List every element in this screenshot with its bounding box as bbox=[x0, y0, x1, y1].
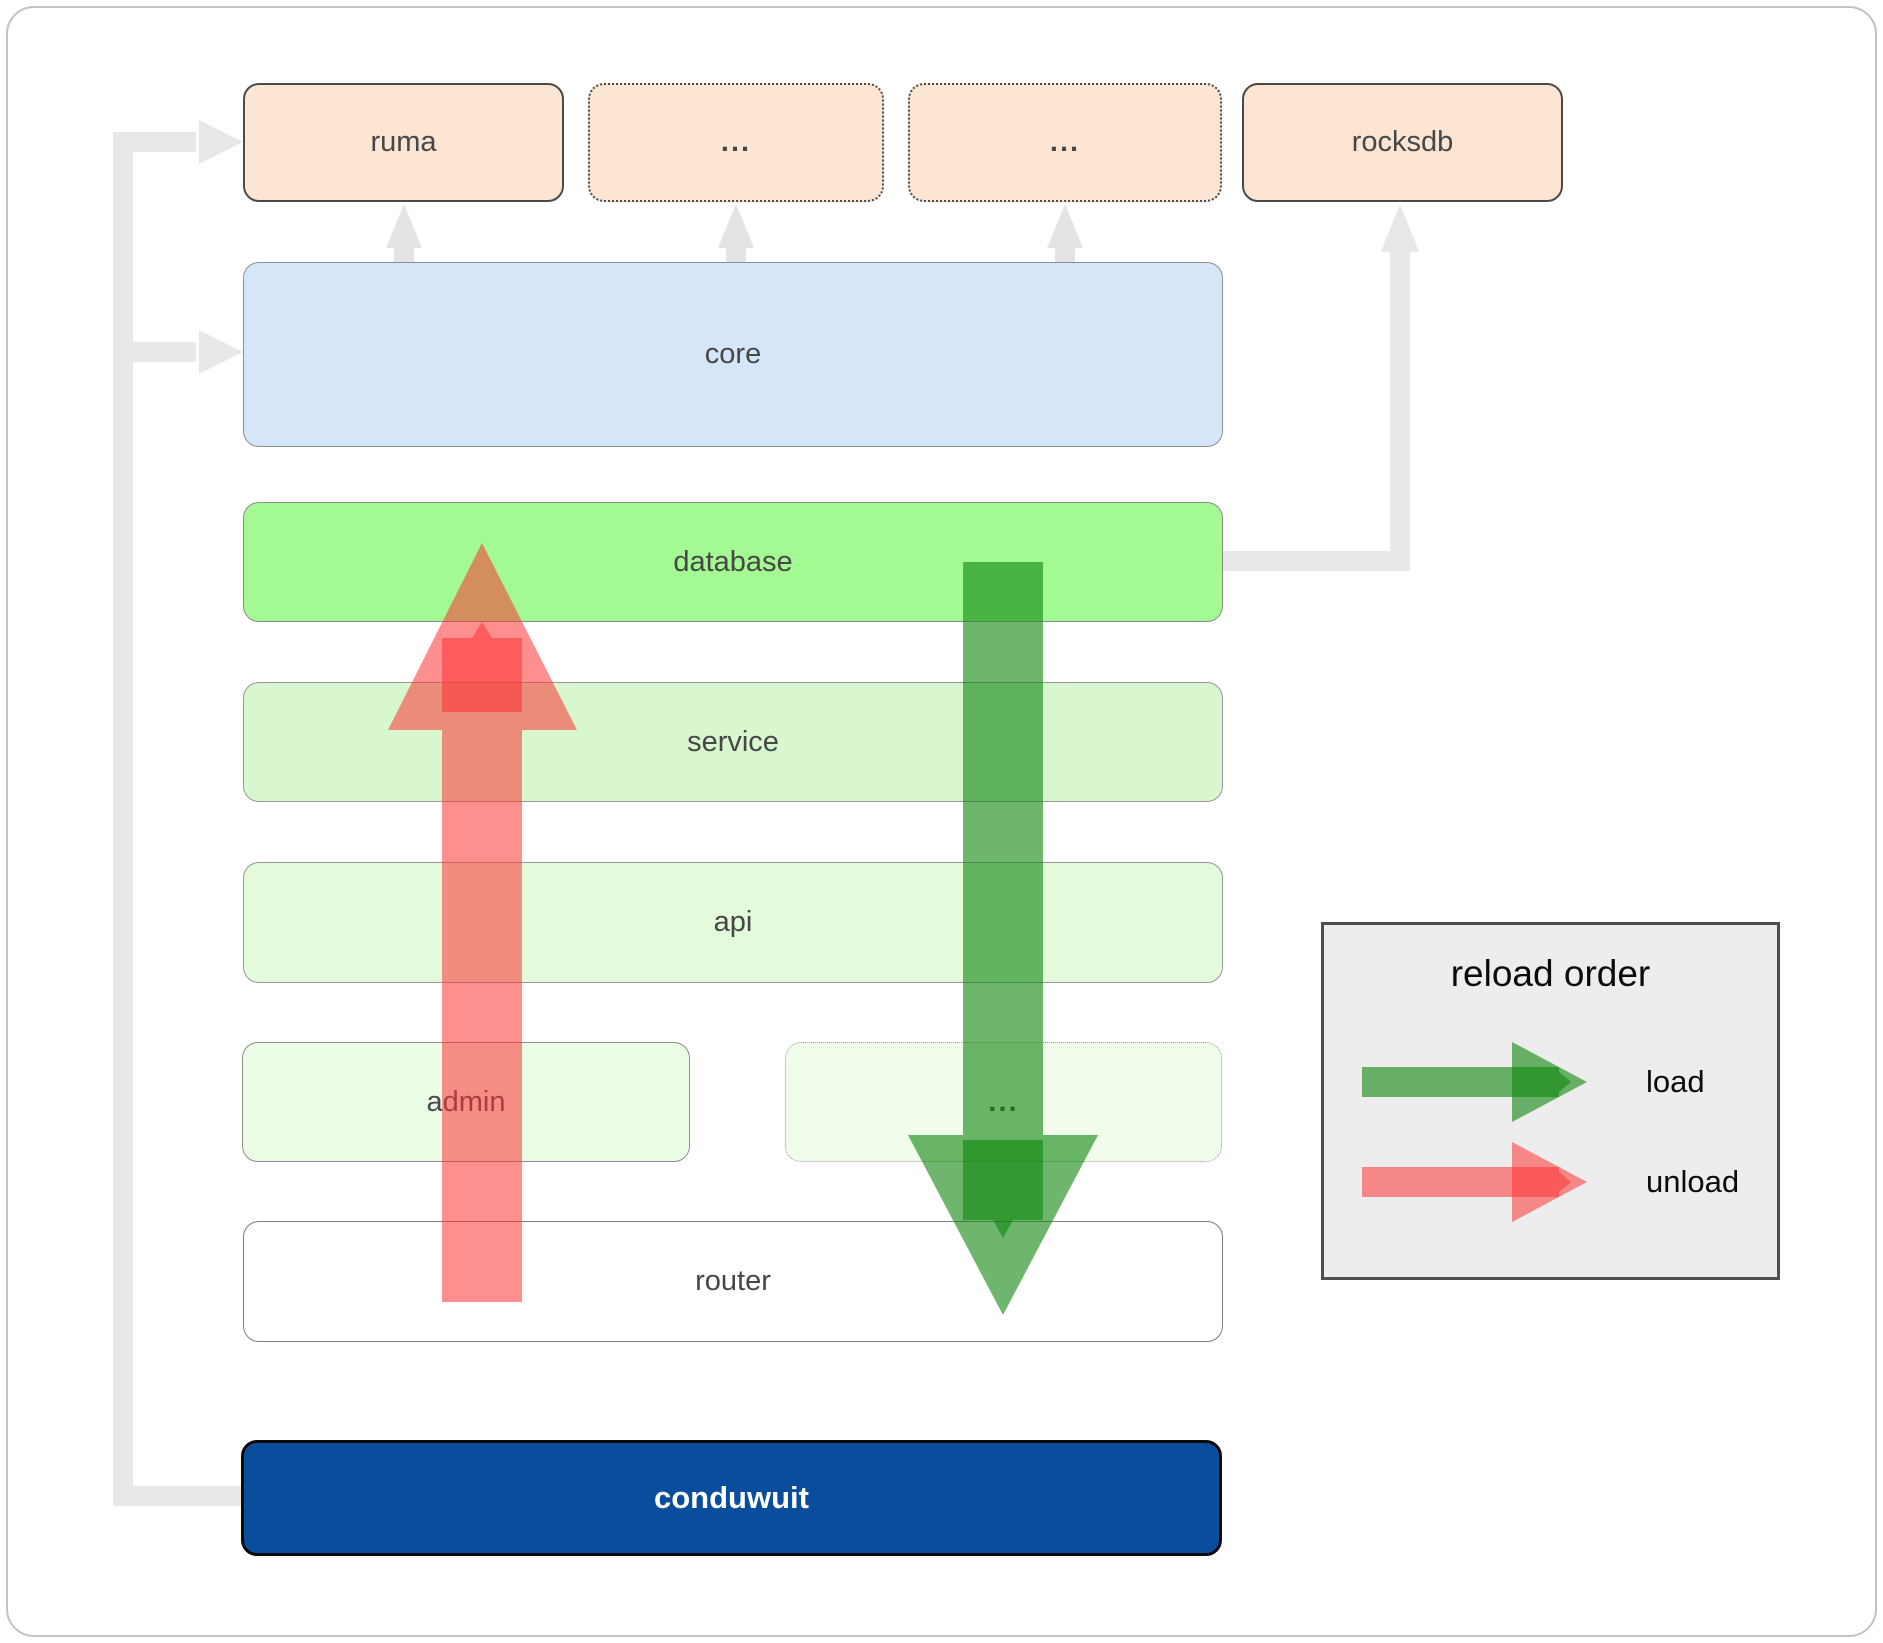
node-rocksdb: rocksdb bbox=[1242, 83, 1563, 202]
node-database-label: database bbox=[673, 545, 793, 578]
node-ruma-label: ruma bbox=[370, 126, 437, 158]
unload-arrow-icon bbox=[1362, 1142, 1587, 1222]
arrowhead-core-to-dots2 bbox=[1047, 204, 1083, 248]
legend-unload-label: unload bbox=[1646, 1164, 1740, 1199]
unload-arrow-body bbox=[1362, 1142, 1587, 1222]
legend-title: reload order bbox=[1450, 953, 1651, 994]
unload-arrow-marker bbox=[1512, 1167, 1571, 1197]
node-core: core bbox=[243, 262, 1223, 447]
node-api-label: api bbox=[713, 906, 753, 938]
node-admin: admin bbox=[242, 1042, 690, 1162]
arrowhead-into-ruma bbox=[199, 120, 243, 164]
node-router: router bbox=[243, 1221, 1223, 1342]
arrowhead-into-core bbox=[199, 330, 243, 374]
pipe-conduwuit-to-ruma bbox=[113, 132, 243, 1506]
legend-load-label: load bbox=[1646, 1064, 1705, 1099]
node-core-label: core bbox=[704, 338, 762, 370]
node-ellipsis-3-label: ... bbox=[988, 1085, 1019, 1118]
node-api: api bbox=[243, 862, 1223, 983]
node-router-label: router bbox=[695, 1265, 771, 1297]
node-conduwuit-label: conduwuit bbox=[654, 1480, 809, 1515]
node-service-label: service bbox=[687, 725, 779, 758]
arrowhead-core-to-ruma bbox=[386, 204, 422, 248]
arrowhead-core-to-dots1 bbox=[718, 204, 754, 248]
pipe-database-to-rocksdb bbox=[1223, 250, 1410, 571]
node-ellipsis-3: ... bbox=[785, 1042, 1222, 1162]
load-arrow-icon bbox=[1362, 1042, 1587, 1122]
node-ruma: ruma bbox=[243, 83, 564, 202]
node-ellipsis-2-label: ... bbox=[1049, 126, 1081, 158]
node-ellipsis-1: ... bbox=[588, 83, 884, 202]
node-conduwuit: conduwuit bbox=[241, 1440, 1222, 1556]
node-database: database bbox=[243, 502, 1223, 622]
legend: reload order load unload bbox=[1321, 922, 1780, 1280]
node-ellipsis-2: ... bbox=[908, 83, 1222, 202]
node-ellipsis-1-label: ... bbox=[720, 126, 752, 158]
legend-load-row: load bbox=[1362, 1037, 1705, 1127]
node-service: service bbox=[243, 682, 1223, 802]
arrowhead-into-rocksdb bbox=[1381, 204, 1419, 252]
node-admin-label: admin bbox=[426, 1085, 506, 1118]
load-arrow-body bbox=[1362, 1042, 1587, 1122]
load-arrow-marker bbox=[1512, 1067, 1571, 1097]
legend-unload-row: unload bbox=[1362, 1137, 1739, 1227]
node-rocksdb-label: rocksdb bbox=[1351, 126, 1454, 158]
